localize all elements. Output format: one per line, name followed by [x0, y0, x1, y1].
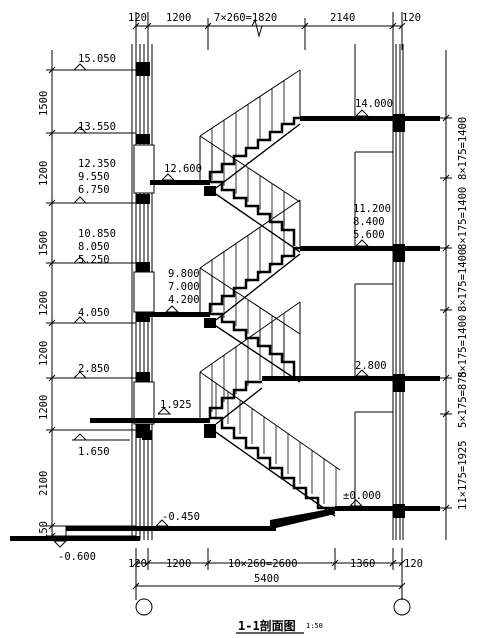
floor-slabs — [262, 116, 440, 511]
top-dim-span: 2140 — [330, 12, 355, 24]
center-level-symbols — [155, 173, 180, 527]
bottom-dim-steps: 10×260=2600 — [228, 558, 298, 570]
left-level-4050: 4.050 — [78, 307, 110, 319]
left-dim-4: 1200 — [38, 291, 50, 316]
left-dim-2: 1200 — [38, 161, 50, 186]
stair-flights — [208, 116, 335, 510]
left-level-8050: 8.050 — [78, 241, 110, 253]
bottom-dim-span: 1360 — [350, 558, 375, 570]
right-level-8400: 8.400 — [353, 216, 385, 228]
left-level-symbols — [53, 63, 136, 548]
left-level-12350: 12.350 — [78, 158, 116, 170]
ground — [10, 508, 335, 541]
top-dim-wall-right: 120 — [402, 12, 421, 24]
left-dim-6: 1200 — [38, 395, 50, 420]
left-level-minus0600: -0.600 — [58, 551, 96, 563]
left-level-13550: 13.550 — [78, 121, 116, 133]
left-level-10850: 10.850 — [78, 228, 116, 240]
stair-ends — [204, 186, 216, 438]
center-level-4200: 4.200 — [168, 294, 200, 306]
bottom-dim-wall-right: 120 — [404, 558, 423, 570]
center-level-minus0450: -0.450 — [162, 511, 200, 523]
left-wall — [131, 44, 155, 540]
top-dimension-chain — [132, 12, 406, 50]
right-dim-6: 11×175=1925 — [457, 440, 469, 510]
stair-soffits — [209, 123, 336, 517]
balusters — [211, 80, 337, 508]
right-level-symbols — [349, 109, 370, 507]
left-dim-1: 1500 — [38, 91, 50, 116]
top-dim-wall-left: 120 — [128, 12, 147, 24]
ground-edge — [65, 526, 141, 541]
top-dim-steps: 7×260=1820 — [214, 12, 277, 24]
right-dim-5: 5×175=875 — [457, 371, 469, 428]
left-dim-5: 1200 — [38, 341, 50, 366]
right-dim-3: 8×175=1400 — [457, 249, 469, 312]
right-dimension-chain — [440, 50, 452, 540]
top-dim-landing: 1200 — [166, 12, 191, 24]
right-dim-1: 8×175=1400 — [457, 117, 469, 180]
left-level-6750: 6.750 — [78, 184, 110, 196]
center-level-1925: 1.925 — [160, 399, 192, 411]
left-level-1650: 1.650 — [78, 446, 110, 458]
left-level-2850: 2.850 — [78, 363, 110, 375]
right-dim-4: 8×175=1400 — [457, 315, 469, 378]
handrails — [199, 69, 341, 471]
left-dim-3: 1500 — [38, 231, 50, 256]
drawing-scale: 1:50 — [306, 622, 323, 630]
right-level-2800: 2.800 — [355, 360, 387, 372]
right-level-5600: 5.600 — [353, 229, 385, 241]
center-level-12600: 12.600 — [164, 163, 202, 175]
left-level-15050: 15.050 — [78, 53, 116, 65]
right-level-11200: 11.200 — [353, 203, 391, 215]
landing-slabs — [90, 180, 210, 440]
left-dim-8: 150 — [38, 521, 50, 540]
right-level-14000: 14.000 — [355, 98, 393, 110]
drawing-title: 1-1剖面图 — [238, 618, 296, 633]
right-dim-2: 8×175=1400 — [457, 187, 469, 250]
center-level-7000: 7.000 — [168, 281, 200, 293]
left-level-5250: 5.250 — [78, 254, 110, 266]
left-level-9550: 9.550 — [78, 171, 110, 183]
bottom-dimension-chain — [132, 548, 411, 616]
total-dim: 5400 — [254, 573, 279, 585]
right-level-0000: ±0.000 — [343, 490, 381, 502]
bottom-dim-landing: 1200 — [166, 558, 191, 570]
left-dim-7: 2100 — [38, 471, 50, 496]
center-level-9800: 9.800 — [168, 268, 200, 280]
bottom-dim-wall-left: 120 — [128, 558, 147, 570]
